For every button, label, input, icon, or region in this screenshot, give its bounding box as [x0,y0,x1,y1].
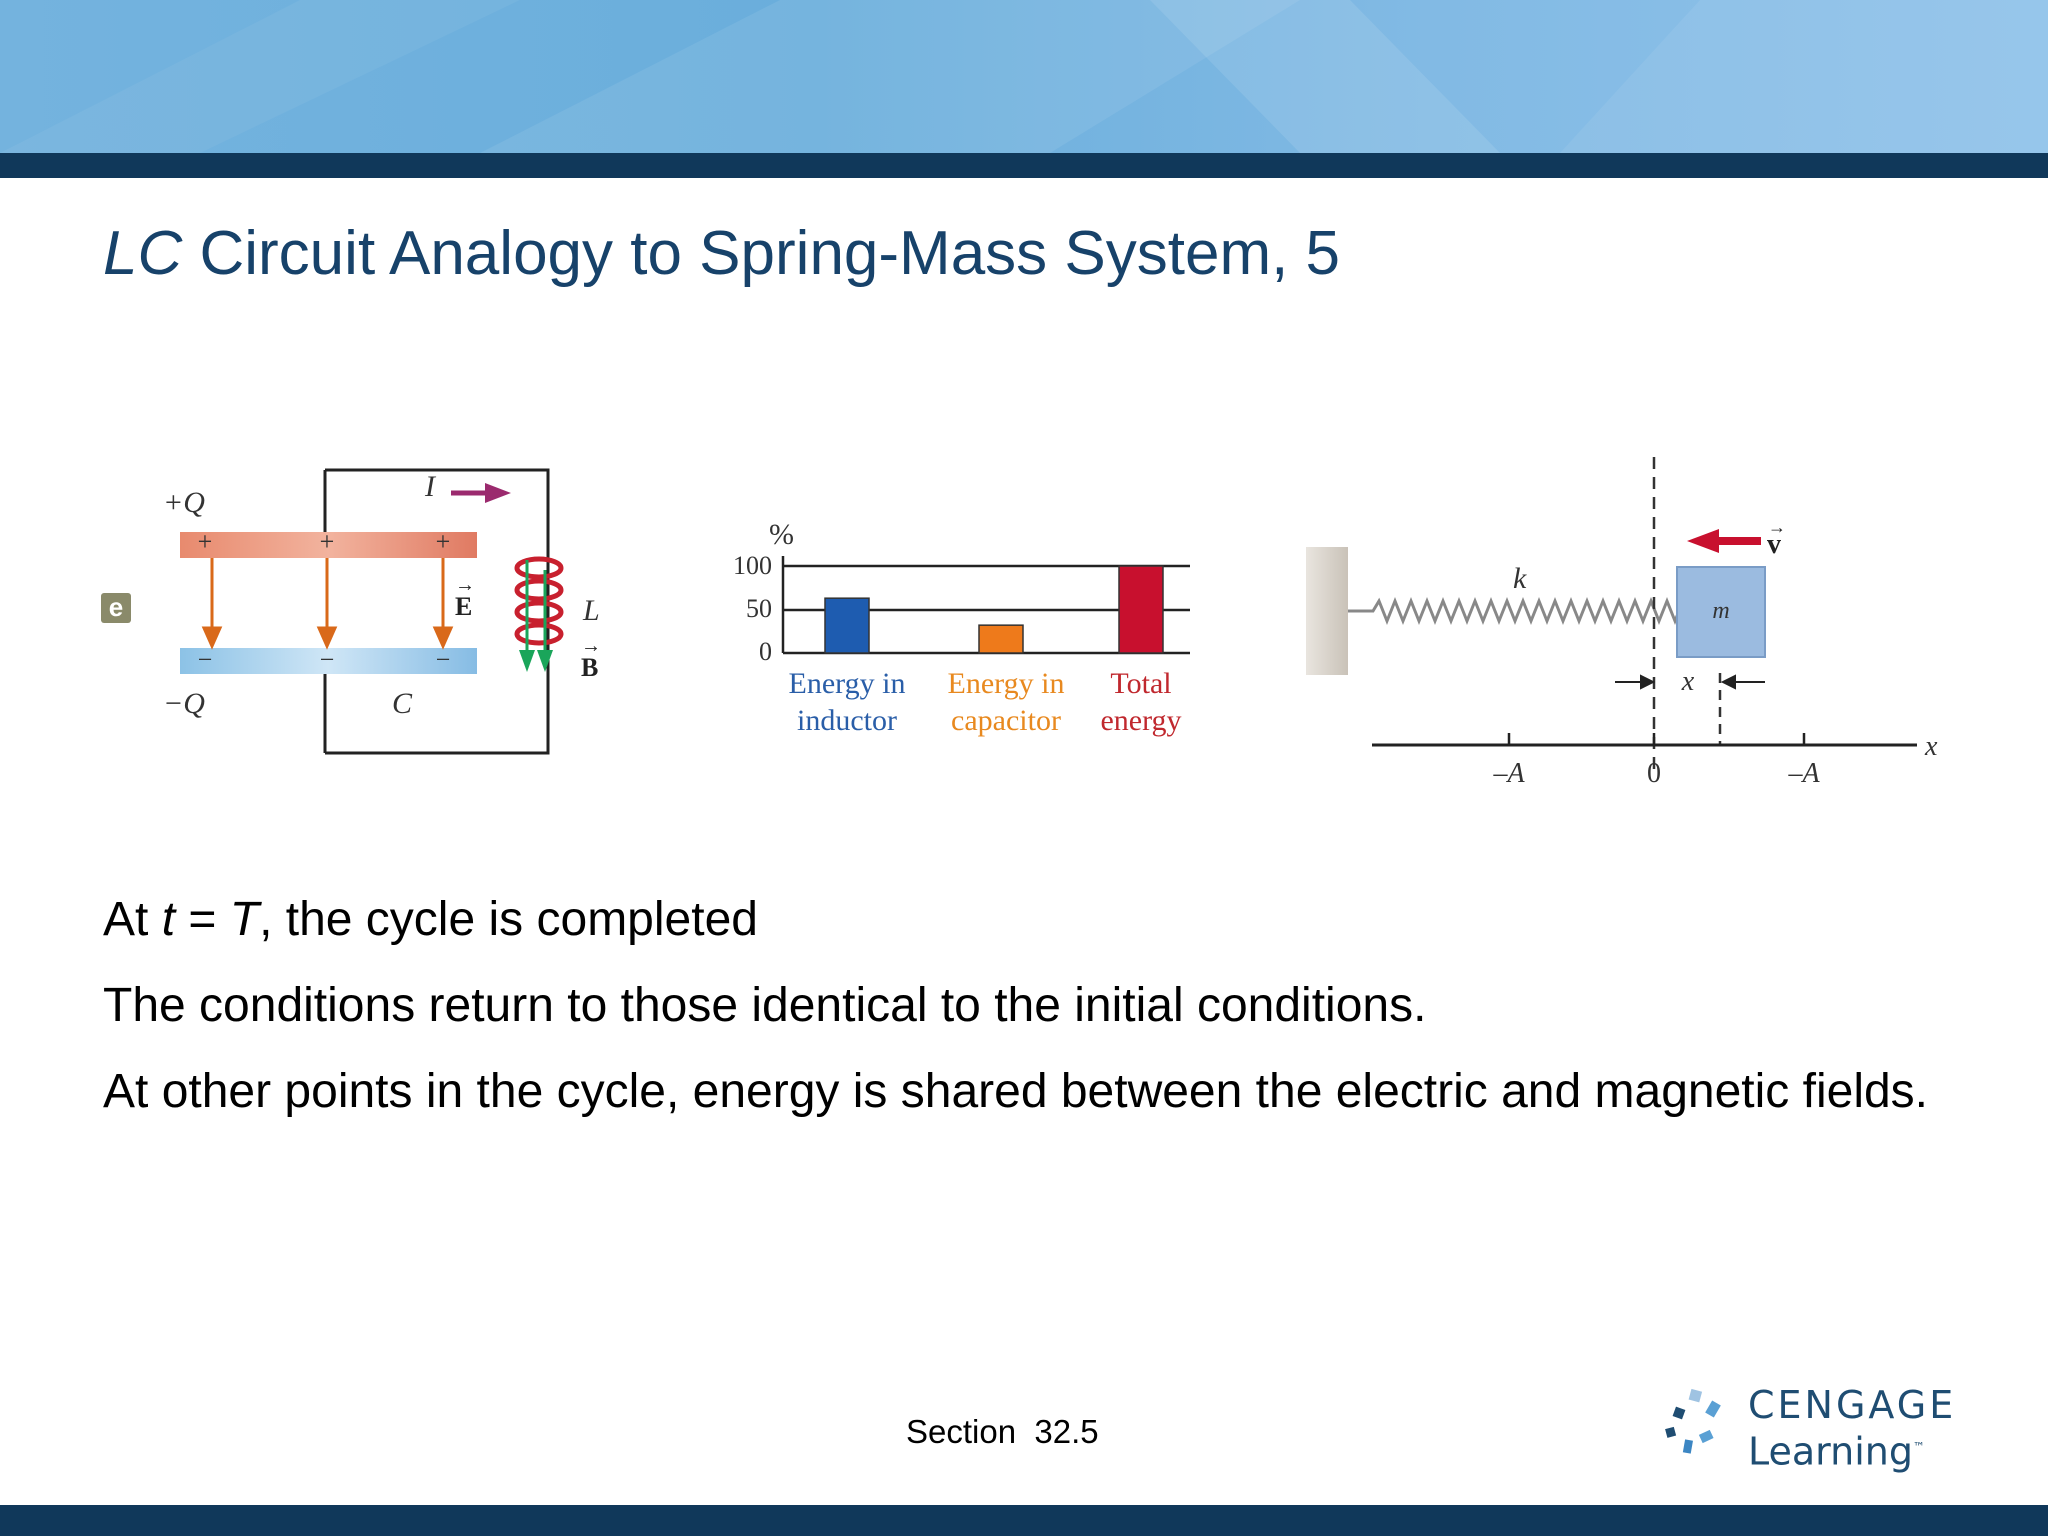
cengage-logo-text: CENGAGE Learning™ [1748,1384,1956,1473]
plus-sign: + [198,527,213,556]
svg-text:→: → [455,574,475,596]
section-reference: Section 32.5 [906,1413,1099,1450]
current-arrow-icon [451,483,511,503]
footer-rule [0,1505,2048,1536]
inductor-coil-icon [514,556,564,672]
circuit-wire [325,468,550,755]
cengage-logo-icon [1665,1388,1721,1454]
spring-constant-label: k [1513,562,1527,595]
b-field-label: B [581,653,598,682]
title-text: Circuit Analogy to Spring-Mass System, 5 [182,219,1341,288]
current-label: I [424,470,437,503]
logo-line-1: CENGAGE [1748,1383,1957,1427]
plus-sign: + [320,527,335,556]
category-label: energy [1100,704,1181,737]
capacitor-top-plate [180,532,477,558]
slide-body: At t = T, the cycle is completed The con… [103,892,1963,1150]
tick-label-neg-a: –A [1492,758,1525,789]
category-label: Energy in [789,667,906,700]
tick-label-a: –A [1787,758,1820,789]
bullet-2: The conditions return to those identical… [103,979,1427,1032]
capacitor-label: C [392,687,413,720]
y-tick-label: 100 [733,551,772,580]
minus-q-label: −Q [163,687,205,720]
panel-label: e [109,592,123,622]
y-tick-label: 50 [746,594,772,623]
tick-label-zero: 0 [1647,758,1661,789]
plus-q-label: +Q [163,486,205,519]
bar-0 [824,597,870,654]
capacitor-bottom-plate [180,648,477,674]
spring-mass-figure: m k v → x –A 0 –A x [1306,457,1938,789]
chart-ylabel: % [769,518,794,551]
category-label: Energy in [948,667,1065,700]
plus-sign: + [436,527,451,556]
panel-label-box [101,593,131,623]
bar-2 [1118,565,1164,654]
mass-label: m [1712,598,1729,624]
svg-text:→: → [1768,517,1786,537]
energy-bar-chart: % 100 50 0 Energy in inductor Energy in … [733,518,1190,737]
e-field-arrows [201,558,454,650]
header-banner [0,0,2048,153]
wall [1306,547,1348,675]
displacement-marker [1615,674,1765,690]
axis-label: x [1924,731,1938,762]
lc-circuit-figure: e + + + − − − +Q −Q C I E → L B → [101,468,601,755]
category-label: capacitor [951,704,1061,737]
displacement-label: x [1681,666,1695,697]
category-label: inductor [797,704,897,737]
minus-sign: − [436,645,451,674]
inductor-label: L [582,594,600,627]
header-rule [0,153,2048,178]
y-tick-label: 0 [759,637,772,666]
e-field-label: E [455,592,472,621]
slide-title: LC Circuit Analogy to Spring-Mass System… [103,218,1340,289]
velocity-label: v [1767,529,1781,560]
mass-block [1676,566,1766,658]
logo-line-2: Learning™ [1748,1429,1925,1474]
svg-text:→: → [581,635,601,657]
category-label: Total [1110,667,1171,700]
banner-decoration [0,0,2048,153]
bar-1 [978,624,1024,654]
velocity-arrow-icon [1687,529,1761,553]
bullet-1: At t = T, the cycle is completed [103,893,758,946]
bullet-3: At other points in the cycle, energy is … [103,1065,1929,1118]
minus-sign: − [198,645,213,674]
minus-sign: − [320,645,335,674]
title-italic: LC [103,219,183,288]
